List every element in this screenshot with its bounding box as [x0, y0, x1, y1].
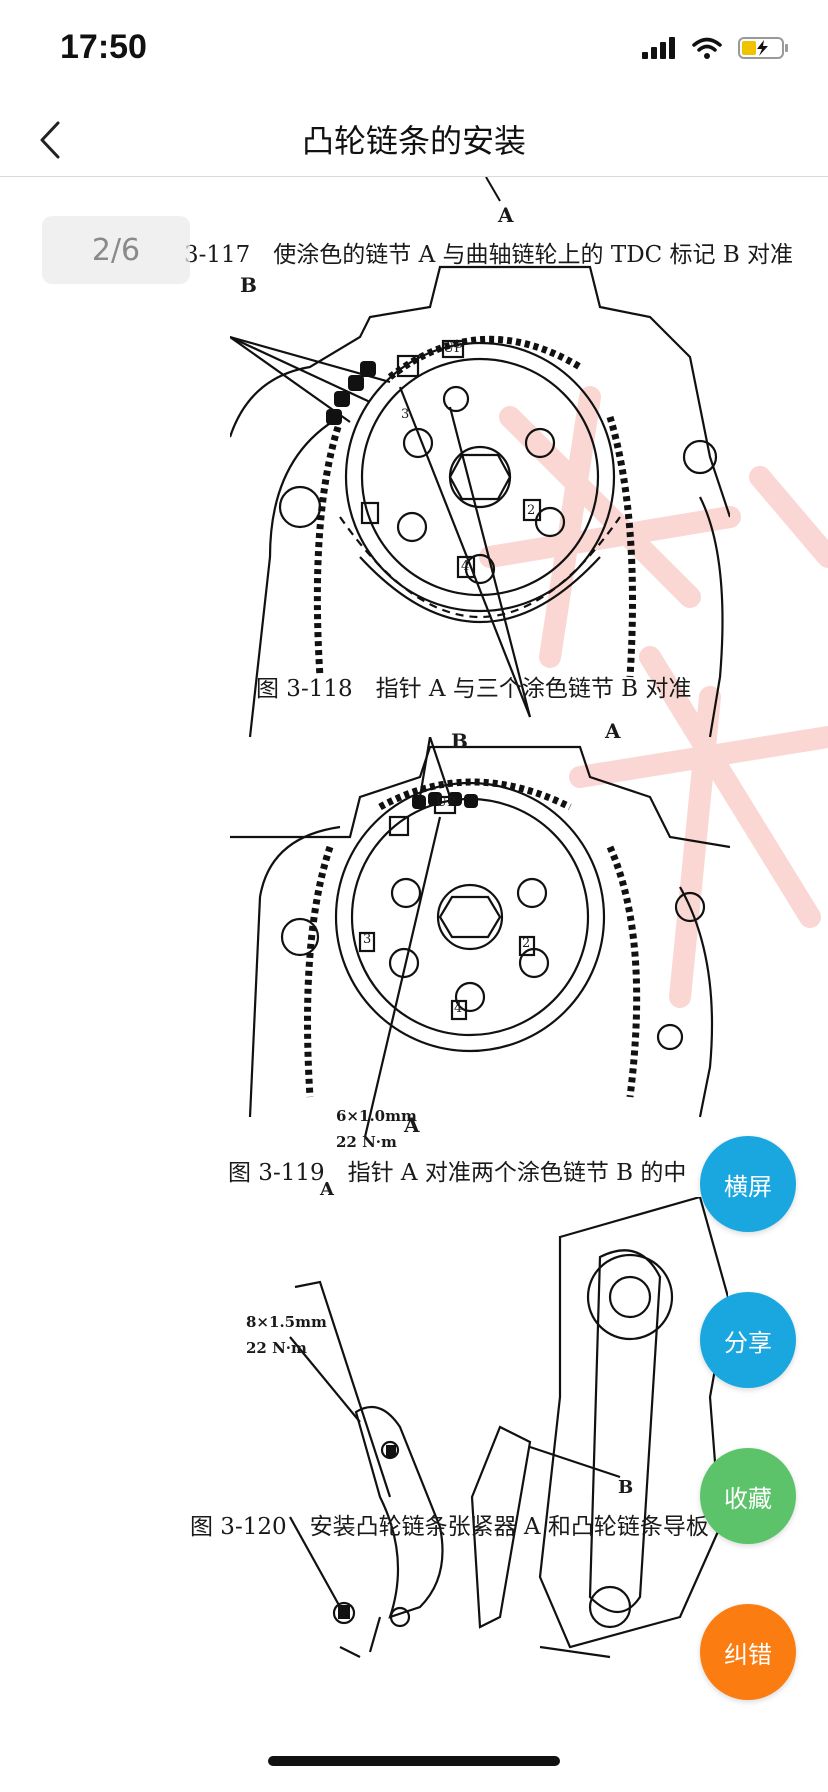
figure-120-drawing	[289, 1197, 728, 1659]
fig119-label-a: A	[404, 1113, 420, 1137]
cellular-signal-icon	[642, 37, 675, 59]
fig119-mark-up: UP	[436, 795, 456, 810]
fig118-mark-3: 3	[401, 407, 410, 422]
share-button[interactable]: 分享	[700, 1292, 796, 1388]
figure-118-drawing	[230, 265, 730, 738]
fig118-mark-4: 4	[461, 559, 470, 574]
document-page-viewer[interactable]: A 3-117 使涂色的链节 A 与曲轴链轮上的 TDC 标记 B 对准	[0, 177, 828, 1730]
fig117-caption: 3-117 使涂色的链节 A 与曲轴链轮上的 TDC 标记 B 对准	[184, 242, 794, 268]
watermark	[479, 386, 828, 1008]
page-indicator: 2/6	[42, 216, 190, 284]
landscape-button[interactable]: 横屏	[700, 1136, 796, 1232]
status-bar: 17:50	[0, 0, 828, 100]
favorite-button[interactable]: 收藏	[700, 1448, 796, 1544]
fig119-caption: 图 3-119 指针 A 对准两个涂色链节 B 的中	[228, 1160, 687, 1186]
fig120-spec1-torque: 22 N·m	[336, 1133, 397, 1151]
battery-charging-icon	[738, 37, 788, 59]
fig118-label-a: A	[605, 719, 621, 743]
chevron-left-icon	[40, 121, 60, 159]
fig117-label-a: A	[498, 203, 514, 227]
status-icons	[642, 36, 790, 60]
page-title: 凸轮链条的安装	[301, 122, 526, 160]
fig119-mark-2: 2	[522, 936, 531, 951]
fig118-caption: 图 3-118 指针 A 与三个涂色链节 B 对准	[256, 676, 692, 702]
fig118-mark-up: UP	[443, 341, 463, 356]
fig120-spec2-torque: 22 N·m	[246, 1339, 307, 1357]
nav-bar: 凸轮链条的安装	[0, 100, 828, 177]
fig120-spec1-size: 6×1.0mm	[336, 1107, 417, 1125]
back-button[interactable]	[22, 112, 78, 168]
fig119-mark-4: 4	[454, 1001, 463, 1016]
fig119-mark-3: 3	[363, 932, 372, 947]
fig120-spec2-size: 8×1.5mm	[246, 1313, 327, 1331]
figure-119-drawing	[230, 737, 730, 1137]
status-time: 17:50	[60, 28, 147, 66]
fig118-mark-2: 2	[527, 503, 536, 518]
fig120-label-b: B	[618, 1477, 634, 1498]
fig118-label-b: B	[240, 273, 257, 297]
fig119-label-b: B	[451, 729, 468, 753]
fig120-caption: 图 3-120 安装凸轮链条张紧器 A 和凸轮链条导板 B	[190, 1514, 734, 1540]
fig120-label-a: A	[320, 1179, 334, 1200]
wifi-icon	[692, 37, 722, 59]
report-error-button[interactable]: 纠错	[700, 1604, 796, 1700]
home-indicator[interactable]	[268, 1756, 560, 1766]
figure-117-fragment	[485, 177, 501, 202]
